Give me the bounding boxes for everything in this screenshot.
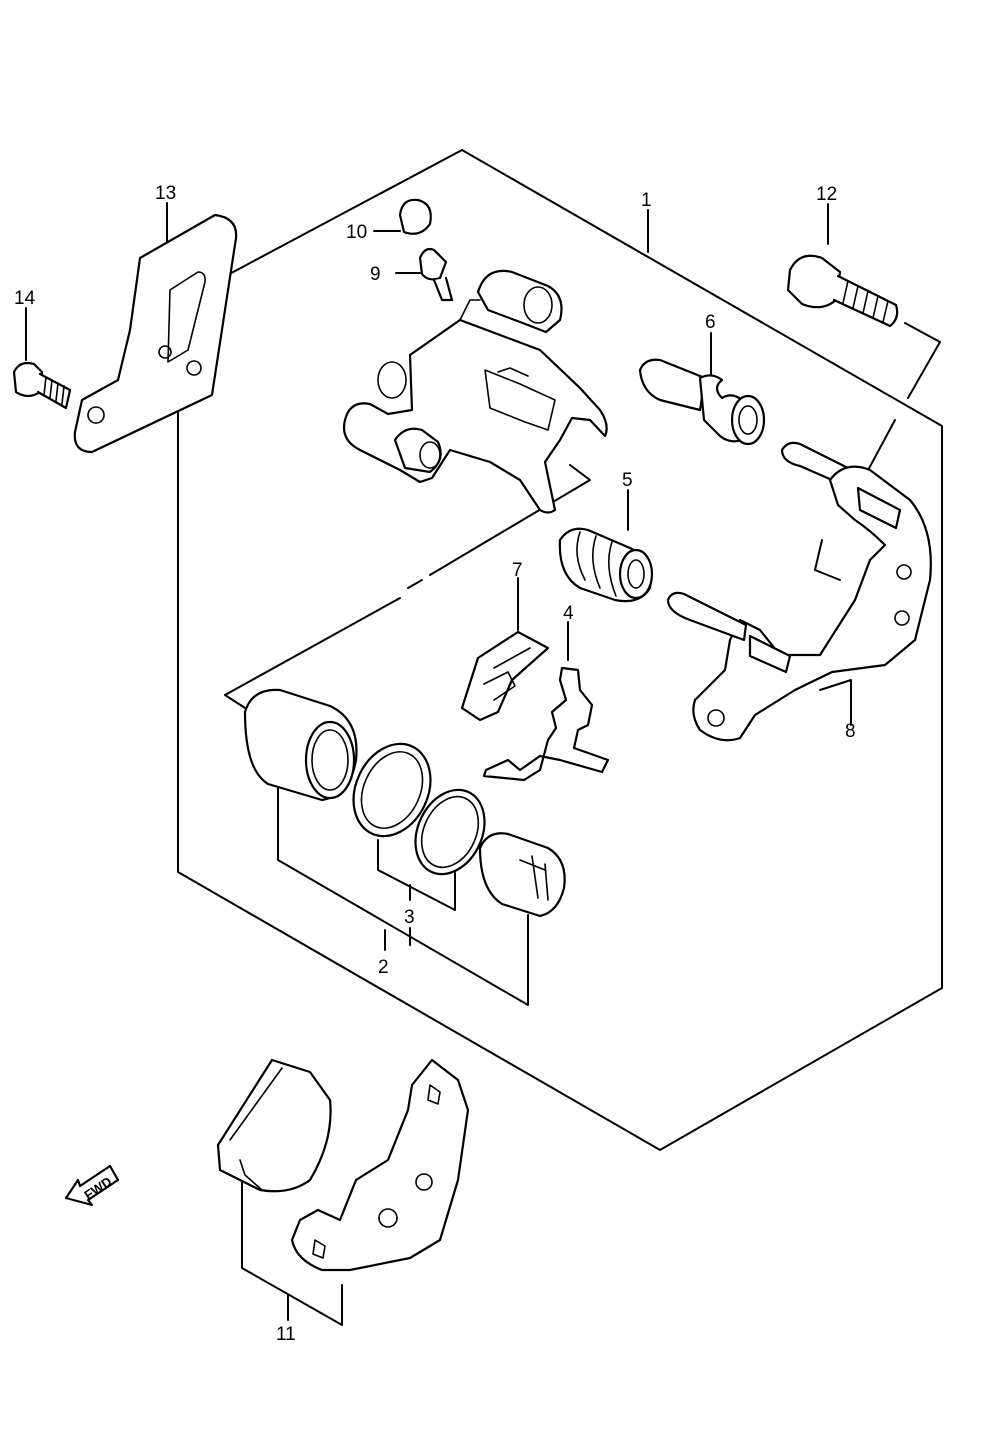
callout-8: 8 <box>845 721 856 742</box>
callout-9: 9 <box>370 264 381 285</box>
callout-11: 11 <box>276 1324 296 1345</box>
callout-5: 5 <box>622 470 633 491</box>
part-12-flange-bolt <box>786 254 899 328</box>
leader-lines <box>25 202 941 1326</box>
part-6-boot <box>638 358 766 446</box>
part-3-seals <box>352 742 486 876</box>
fwd-arrow-icon: FWD <box>64 1164 120 1207</box>
part-7-pad-spring <box>460 630 550 722</box>
part-10-bleed-cap <box>398 198 432 235</box>
callout-4: 4 <box>563 603 574 624</box>
part-9-bleed-screw <box>418 247 454 302</box>
callout-2: 2 <box>378 957 389 978</box>
part-4-pad-retainer <box>482 666 610 782</box>
callout-1: 1 <box>641 190 652 211</box>
callout-7: 7 <box>512 560 523 581</box>
callout-labels: 1 2 3 4 5 6 7 8 9 10 11 12 13 14 <box>14 183 856 1345</box>
part-14-bolt <box>12 361 72 410</box>
part-11-brake-pads <box>216 1058 470 1272</box>
part-13-bracket-plate <box>73 213 238 454</box>
callout-13: 13 <box>155 183 176 204</box>
callout-12: 12 <box>816 184 837 205</box>
callout-6: 6 <box>705 312 716 333</box>
part-5-boot <box>558 527 654 603</box>
callout-10: 10 <box>346 222 367 243</box>
caliper-body <box>342 269 608 514</box>
part-2-piston <box>243 688 566 918</box>
callout-14: 14 <box>14 288 36 309</box>
callout-3: 3 <box>404 907 415 928</box>
part-8-caliper-bracket <box>666 441 932 742</box>
